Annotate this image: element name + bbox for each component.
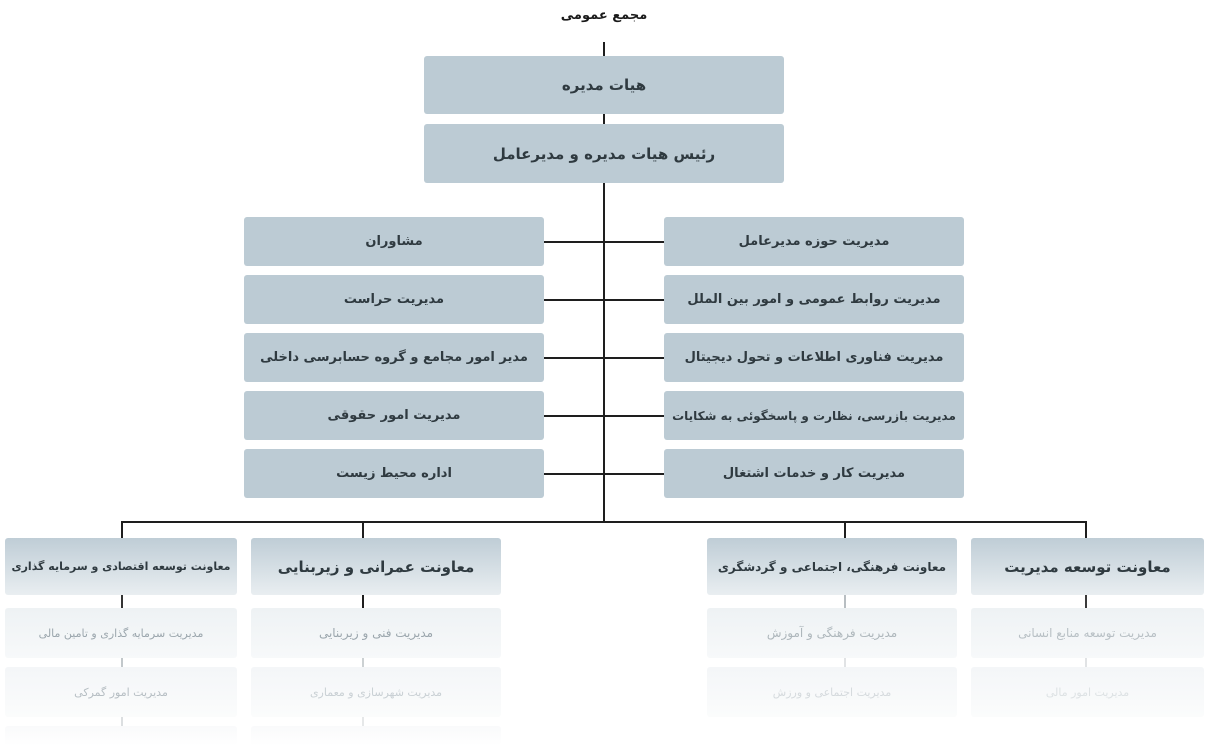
sub-construction-2[interactable]: مدیریت شهرسازی و معماری xyxy=(251,667,501,717)
left-unit-3[interactable]: مدیر امور مجامع و گروه حسابرسی داخلی xyxy=(244,333,544,382)
deputy-2-connector xyxy=(362,595,364,608)
sub2-connector-1 xyxy=(121,717,123,726)
connector-drop-3 xyxy=(844,521,846,538)
connector-row-3 xyxy=(544,357,664,359)
sub2-connector-2 xyxy=(362,717,364,726)
sub-construction-3 xyxy=(251,726,501,746)
deputy-management[interactable]: معاونت توسعه مدیریت xyxy=(971,538,1204,595)
sub-economic-1[interactable]: مدیریت سرمایه گذاری و تامین مالی xyxy=(5,608,237,658)
deputy-economic[interactable]: معاونت توسعه اقتصادی و سرمایه گذاری xyxy=(5,538,237,595)
sub-construction-1[interactable]: مدیریت فنی و زیربنایی xyxy=(251,608,501,658)
connector-drop-1 xyxy=(121,521,123,538)
connector-row-1 xyxy=(544,241,664,243)
left-unit-1[interactable]: مشاوران xyxy=(244,217,544,266)
right-unit-4[interactable]: مدیریت بازرسی، نظارت و پاسخگوئی به شکایا… xyxy=(664,391,964,440)
sub-cultural-1[interactable]: مدیریت فرهنگی و آموزش xyxy=(707,608,957,658)
left-unit-5[interactable]: اداره محیط زیست xyxy=(244,449,544,498)
connector-row-5 xyxy=(544,473,664,475)
right-unit-5[interactable]: مدیریت کار و خدمات اشتغال xyxy=(664,449,964,498)
connector-row-4 xyxy=(544,415,664,417)
deputy-1-connector xyxy=(121,595,123,608)
deputy-4-connector xyxy=(1085,595,1087,608)
connector-drop-4 xyxy=(1085,521,1087,538)
sub-connector-4 xyxy=(1085,658,1087,667)
connector-horizontal-bottom xyxy=(121,521,1087,523)
sub-connector-2 xyxy=(362,658,364,667)
right-unit-3[interactable]: مدیریت فناوری اطلاعات و تحول دیجیتال xyxy=(664,333,964,382)
sub-management-1[interactable]: مدیریت توسعه منابع انسانی xyxy=(971,608,1204,658)
sub-economic-3 xyxy=(5,726,237,746)
deputy-construction[interactable]: معاونت عمرانی و زیربنایی xyxy=(251,538,501,595)
connector-trunk xyxy=(603,183,605,523)
sub-cultural-2[interactable]: مدیریت اجتماعی و ورزش xyxy=(707,667,957,717)
sub-management-2[interactable]: مدیریت امور مالی xyxy=(971,667,1204,717)
sub-connector-3 xyxy=(844,658,846,667)
connector-drop-2 xyxy=(362,521,364,538)
connector-top xyxy=(603,42,605,56)
connector-row-2 xyxy=(544,299,664,301)
sub-connector-1 xyxy=(121,658,123,667)
left-unit-2[interactable]: مدیریت حراست xyxy=(244,275,544,324)
connector-board-chairman xyxy=(603,114,605,124)
deputy-3-connector xyxy=(844,595,846,608)
chairman-box[interactable]: رئیس هیات مدیره و مدیرعامل xyxy=(424,124,784,183)
right-unit-1[interactable]: مدیریت حوزه مدیرعامل xyxy=(664,217,964,266)
right-unit-2[interactable]: مدیریت روابط عمومی و امور بین الملل xyxy=(664,275,964,324)
deputy-cultural[interactable]: معاونت فرهنگی، اجتماعی و گردشگری xyxy=(707,538,957,595)
board-box[interactable]: هیات مدیره xyxy=(424,56,784,114)
general-assembly-label: مجمع عمومی xyxy=(560,8,648,23)
left-unit-4[interactable]: مدیریت امور حقوقی xyxy=(244,391,544,440)
sub-economic-2[interactable]: مدیریت امور گمرکی xyxy=(5,667,237,717)
